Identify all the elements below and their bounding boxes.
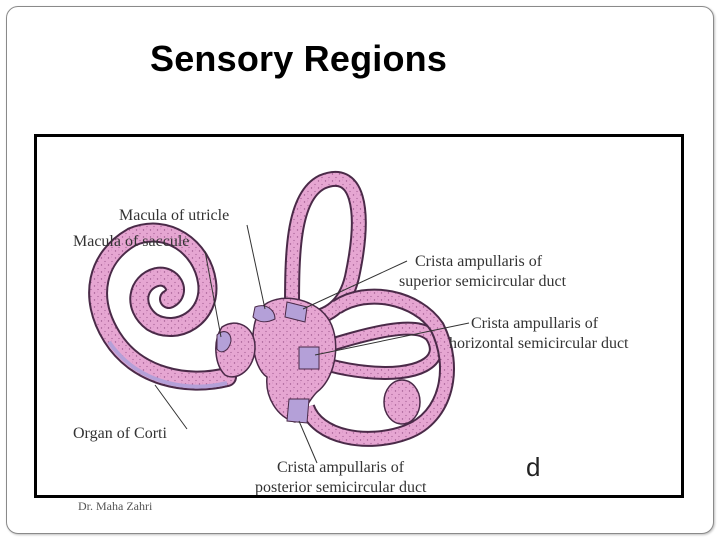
- inner-ear-figure: Macula of utricle Macula of saccule Cris…: [34, 134, 684, 498]
- label-macula-saccule: Macula of saccule: [73, 233, 190, 250]
- figure-canvas: Macula of utricle Macula of saccule Cris…: [37, 137, 681, 495]
- slide-footer: Dr. Maha Zahri: [78, 499, 153, 513]
- label-crista-horizontal-line2: horizontal semicircular duct: [449, 335, 629, 352]
- panel-letter: d: [526, 452, 541, 482]
- label-crista-horizontal-line1: Crista ampullaris of: [471, 315, 599, 332]
- label-crista-posterior-line1: Crista ampullaris of: [277, 459, 405, 476]
- slide-title: Sensory Regions: [150, 38, 448, 79]
- cochlea: [88, 222, 237, 391]
- leader-lines: [154, 224, 470, 464]
- posterior-semicircular-duct: [299, 288, 455, 447]
- horizontal-semicircular-duct: [303, 321, 443, 380]
- label-crista-posterior-line2: posterior semicircular duct: [255, 479, 427, 495]
- label-macula-utricle: Macula of utricle: [119, 207, 230, 224]
- label-organ-of-corti: Organ of Corti: [73, 425, 167, 442]
- label-crista-superior-line2: superior semicircular duct: [399, 273, 567, 290]
- label-crista-superior-line1: Crista ampullaris of: [415, 253, 543, 270]
- sensory-regions: [216, 301, 320, 424]
- inner-ear-diagram: [88, 170, 470, 464]
